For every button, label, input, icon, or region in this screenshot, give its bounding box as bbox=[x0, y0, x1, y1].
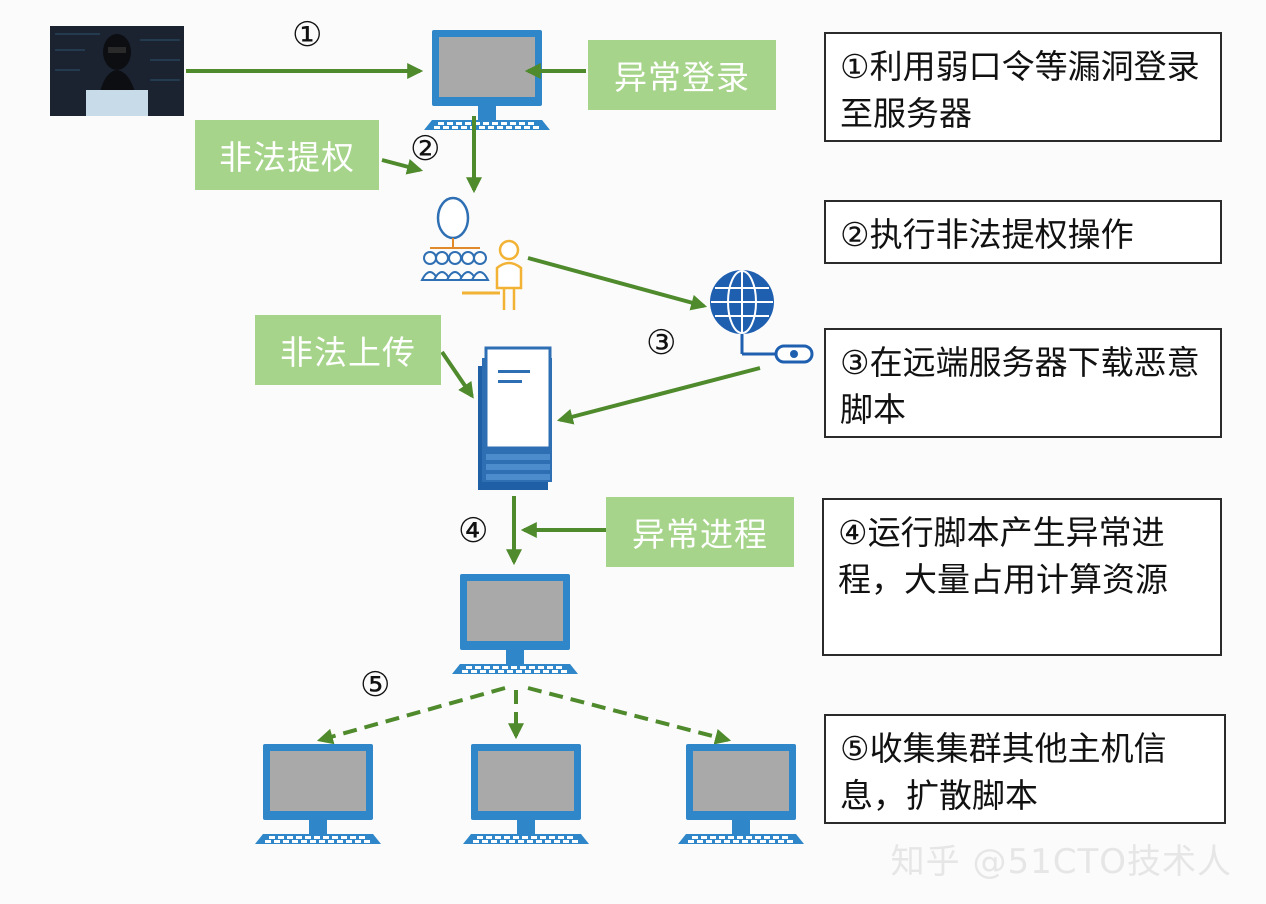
arrow-users-to-internet bbox=[527, 256, 708, 311]
arrow-download-script bbox=[556, 366, 761, 425]
arrow-spread-left bbox=[316, 686, 506, 745]
privilege-escalation-label: 非法提权 bbox=[195, 120, 379, 190]
step-2-description: ②执行非法提权操作 bbox=[824, 200, 1222, 264]
step-number-2: ② bbox=[410, 129, 441, 169]
watermark: 知乎 @51CTO技术人 bbox=[890, 842, 1232, 882]
arrow-illegal-upload bbox=[440, 350, 474, 399]
step-3-description: ③在远端服务器下载恶意脚本 bbox=[824, 328, 1222, 438]
step-number-4: ④ bbox=[458, 511, 489, 551]
step-number-1: ① bbox=[292, 15, 323, 55]
compromised-host-monitor-icon bbox=[452, 574, 578, 674]
arrow-privilege-escalation bbox=[381, 158, 424, 175]
step-4-description: ④运行脚本产生异常进程，大量占用计算资源 bbox=[822, 498, 1222, 656]
arrow-spread-right bbox=[527, 686, 732, 745]
step-5-description: ⑤收集集群其他主机信息，扩散脚本 bbox=[824, 714, 1226, 824]
cluster-host-middle-icon bbox=[463, 744, 589, 844]
target-server-monitor-icon bbox=[424, 30, 550, 130]
abnormal-process-label: 异常进程 bbox=[606, 497, 794, 567]
user-group-icon bbox=[420, 196, 523, 310]
step-1-description: ①利用弱口令等漏洞登录至服务器 bbox=[824, 32, 1222, 142]
abnormal-login-label: 异常登录 bbox=[588, 40, 776, 110]
step-number-5: ⑤ bbox=[360, 665, 391, 705]
hacker-image bbox=[50, 26, 184, 116]
illegal-upload-label: 非法上传 bbox=[255, 315, 441, 385]
cluster-host-right-icon bbox=[678, 744, 804, 844]
step-number-3: ③ bbox=[646, 323, 677, 363]
internet-globe-icon bbox=[710, 270, 814, 364]
cluster-host-left-icon bbox=[255, 744, 381, 844]
server-stack-icon bbox=[478, 346, 552, 490]
